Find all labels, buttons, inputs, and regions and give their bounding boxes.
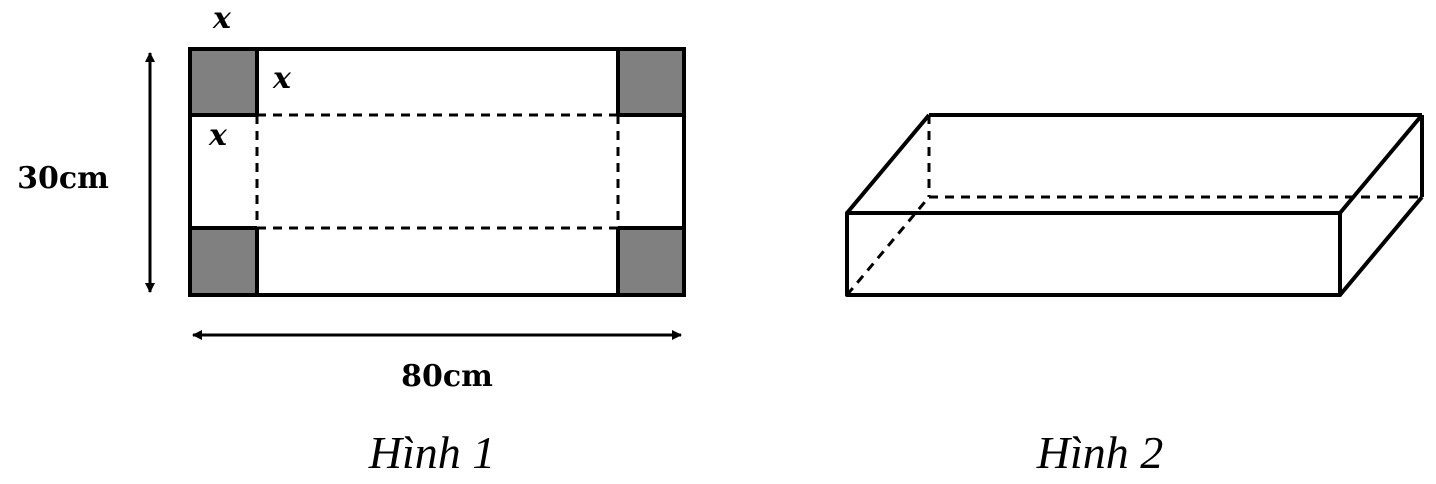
- cut-lines: [190, 49, 684, 295]
- caption-figure-1: Hình 1: [368, 427, 496, 478]
- caption-figure-2: Hình 2: [1036, 427, 1164, 478]
- fold-lines: [255, 113, 620, 230]
- sheet-outline: [188, 47, 686, 297]
- hidden-edges: [845, 115, 1422, 296]
- visible-edges: [845, 113, 1424, 297]
- x-label-inner-left: x: [208, 118, 228, 153]
- corner-square-bottom-right: [618, 228, 684, 295]
- x-label-inner-right: x: [272, 61, 292, 96]
- width-label: 80cm: [401, 359, 493, 394]
- corner-square-top-left: [190, 49, 257, 115]
- corner-square-bottom-left: [190, 228, 257, 295]
- x-label-top: x: [212, 1, 232, 36]
- figure-2: Hình 2: [845, 113, 1424, 478]
- figure-1: x x x 30cm 80cm Hình 1: [17, 1, 686, 478]
- height-label: 30cm: [17, 161, 109, 196]
- corner-square-top-right: [618, 49, 684, 115]
